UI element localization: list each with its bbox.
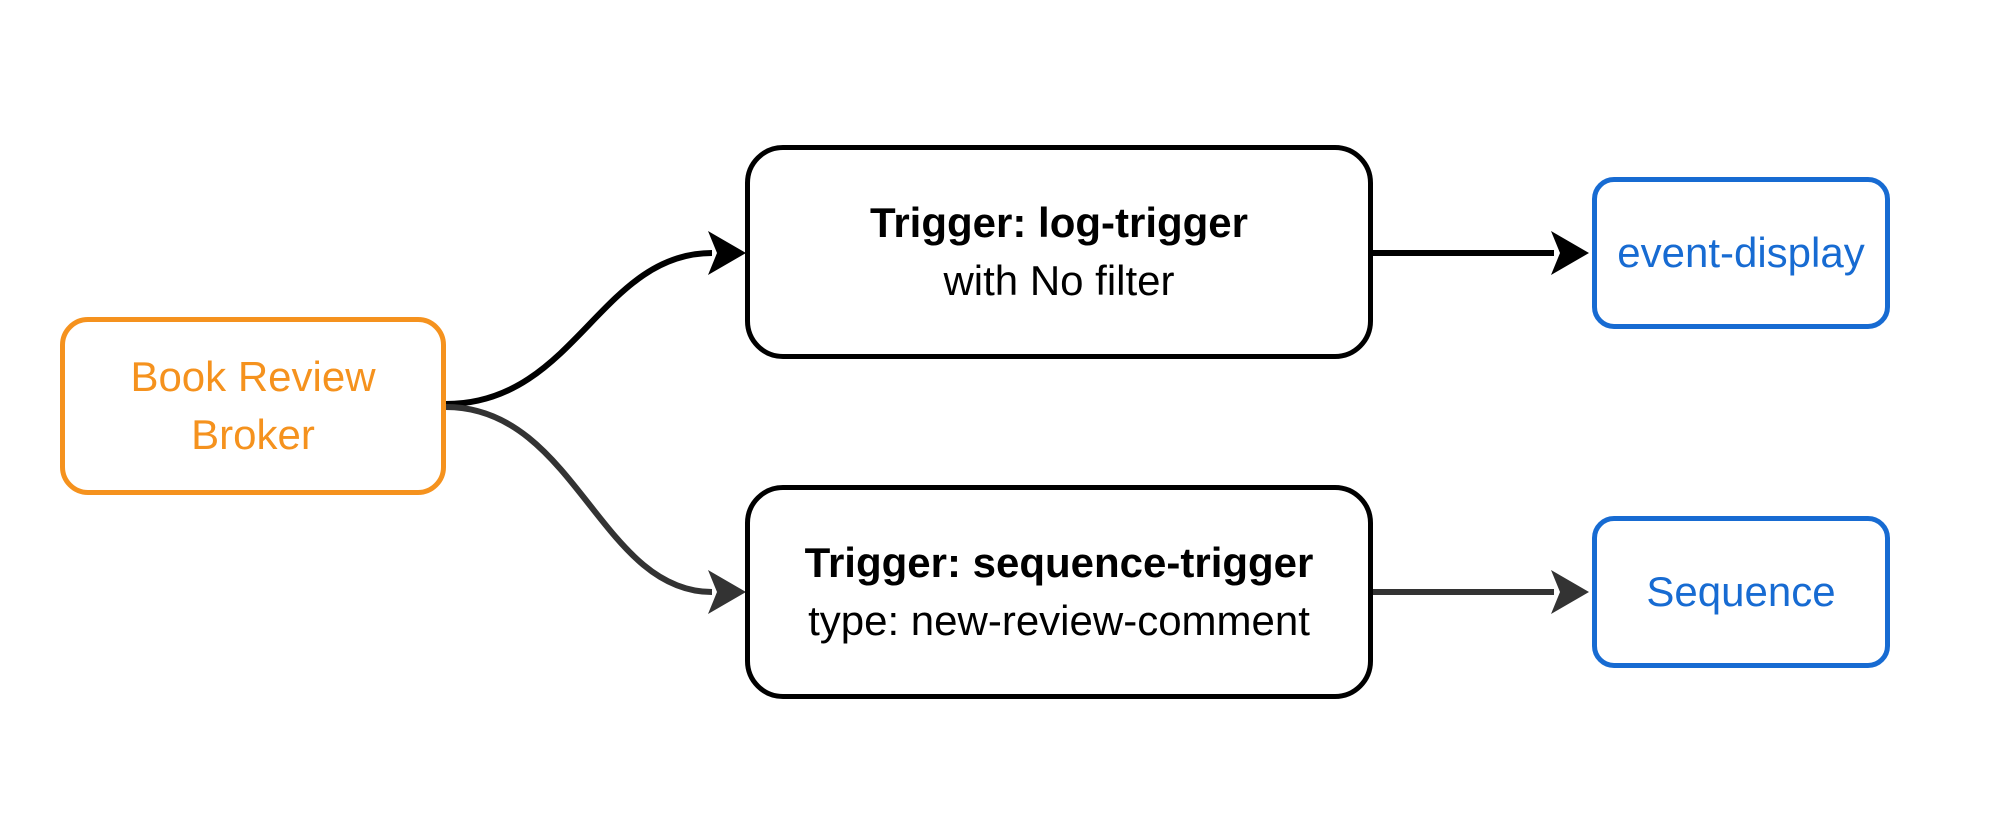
event-display-label: event-display [1617,229,1865,276]
node-trigger-log: Trigger: log-trigger with No filter [745,145,1373,359]
trigger-log-title: Trigger: log-trigger [870,199,1248,246]
arrowhead-sequence-trigger-icon [708,570,746,614]
node-sequence: Sequence [1592,516,1890,668]
node-event-display: event-display [1592,177,1890,329]
sequence-label: Sequence [1646,568,1836,615]
node-book-review-broker: Book Review Broker [60,317,446,495]
trigger-log-subtitle: with No filter [943,257,1175,304]
broker-label: Book Review Broker [130,353,376,458]
trigger-sequence-subtitle: type: new-review-comment [808,597,1310,644]
arrowhead-log-trigger-icon [708,231,746,275]
node-trigger-sequence: Trigger: sequence-trigger type: new-revi… [745,485,1373,699]
edge-broker-to-sequence-trigger [445,404,713,595]
arrowhead-event-display-icon [1551,231,1589,275]
trigger-sequence-title: Trigger: sequence-trigger [804,539,1314,586]
arrowhead-sequence-icon [1551,570,1589,614]
edge-broker-to-log-trigger [445,250,713,407]
